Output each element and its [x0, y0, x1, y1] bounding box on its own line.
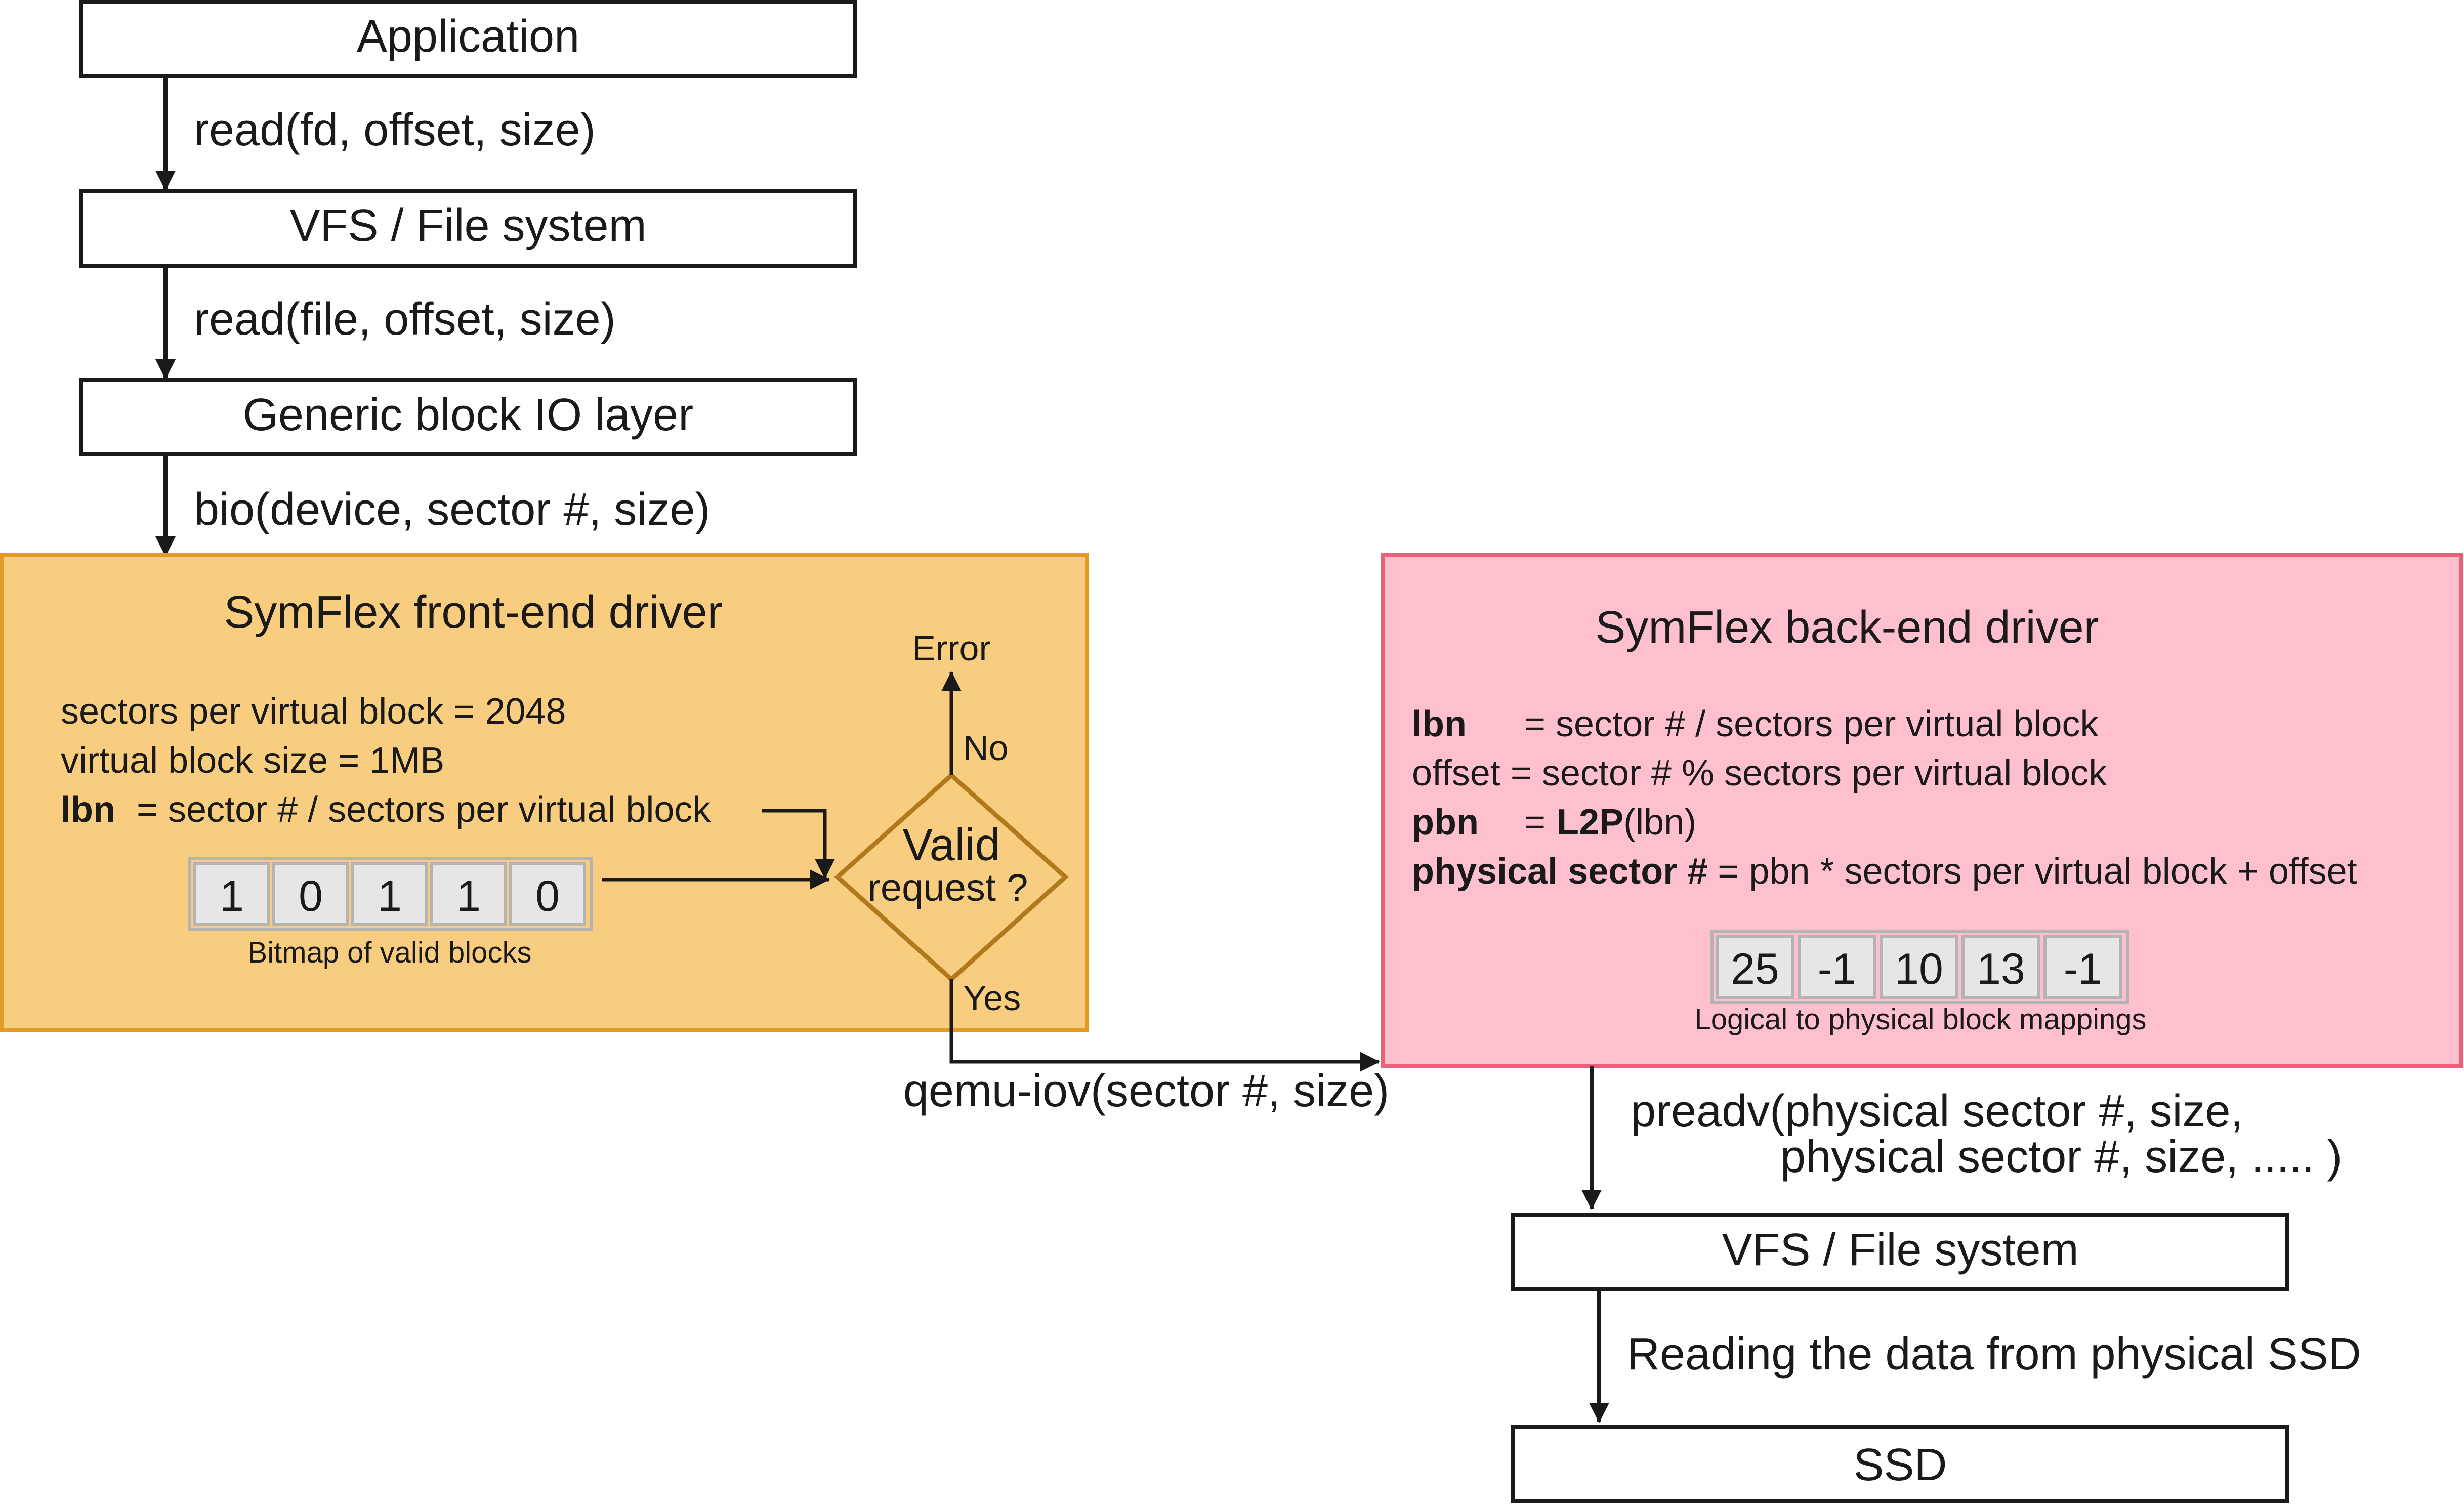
call-read-file: read(file, offset, size) [194, 294, 616, 345]
backend-physical-sector-formula: physical sector # = pbn * sectors per vi… [1412, 851, 2357, 892]
bitmap-cell: 1 [193, 862, 270, 926]
mapping-cell-value: 13 [1977, 945, 2025, 993]
ssd-label: SSD [1853, 1440, 1947, 1490]
bitmap-cell-box [272, 862, 349, 926]
bitmap-cell-box [509, 862, 586, 926]
vfs-bottom-box [1511, 1213, 2289, 1291]
frontend-lbn-expression: = sector # / sectors per virtual block [127, 789, 711, 830]
mapping-cell-value: -1 [1818, 945, 1856, 993]
bitmap-cell-value: 0 [535, 872, 560, 921]
backend-lbn-formula: lbn = sector # / sectors per virtual bloc… [1412, 704, 2099, 744]
backend-lbn-keyword: lbn [1412, 704, 1467, 744]
application-label: Application [357, 11, 579, 62]
call-qemu-iov: qemu-iov(sector #, size) [903, 1066, 1389, 1116]
mapping-cell: 13 [1961, 935, 2040, 999]
error-label: Error [912, 629, 991, 668]
frontend-lbn-keyword: lbn [61, 789, 115, 830]
mapping-cell-box [1716, 935, 1794, 999]
vfs-bottom-label: VFS / File system [1722, 1225, 2078, 1275]
mapping-cell-box [1961, 935, 2040, 999]
backend-title: SymFlex back-end driver [1595, 602, 2099, 653]
mapping-cell: -1 [2043, 935, 2122, 999]
mapping-cell-box [1880, 935, 1958, 999]
mapping-cell-value: -1 [2064, 945, 2102, 993]
bitmap-frame [188, 857, 593, 931]
frontend-lbn-formula: lbn = sector # / sectors per virtual blo… [61, 789, 711, 830]
mappings-caption: Logical to physical block mappings [1694, 1003, 2146, 1036]
application-box [79, 0, 857, 78]
mapping-cell-box [1798, 935, 1876, 999]
backend-l2p-keyword: L2P [1557, 802, 1623, 843]
decision-request: request ? [868, 866, 1028, 909]
mapping-cell-value: 10 [1895, 945, 1943, 993]
call-preadv-line2: physical sector #, size, ..... ) [1780, 1132, 2342, 1182]
frontend-sectors-per-block: sectors per virtual block = 2048 [61, 691, 566, 732]
call-read-fd: read(fd, offset, size) [194, 105, 596, 155]
bitmap-cell-value: 1 [378, 872, 402, 921]
frontend-block-size: virtual block size = 1MB [61, 740, 444, 781]
mapping-cell: 25 [1716, 935, 1794, 999]
mappings: 25 -1 10 13 -1 [1710, 930, 2129, 1004]
bitmap-cell-box [351, 862, 428, 926]
bitmap-cell-value: 0 [299, 872, 323, 921]
mapping-cell: -1 [1798, 935, 1876, 999]
bitmap: 1 0 1 1 0 [188, 857, 593, 931]
call-reading: Reading the data from physical SSD [1627, 1329, 2361, 1380]
block-layer-box [79, 378, 857, 456]
mappings-frame [1710, 930, 2129, 1004]
frontend-title: SymFlex front-end driver [224, 587, 722, 638]
decision-valid: Valid [902, 820, 1000, 870]
bitmap-cell-value: 1 [220, 872, 244, 921]
backend-offset-formula: offset = sector # % sectors per virtual … [1412, 753, 2107, 793]
bitmap-cell: 0 [509, 862, 586, 926]
bitmap-cell: 1 [351, 862, 428, 926]
frontend-driver-box [0, 553, 1089, 1032]
backend-pbn-keyword: pbn [1412, 802, 1479, 843]
vfs-top-label: VFS / File system [289, 200, 646, 251]
yes-label: Yes [963, 978, 1021, 1018]
bitmap-cell: 0 [272, 862, 349, 926]
vfs-top-box [79, 189, 857, 268]
arrow-lbn-to-decision [762, 809, 835, 879]
bitmap-cell-box [430, 862, 507, 926]
backend-physical-sector-keyword: physical sector # [1412, 851, 1707, 892]
backend-pbn-formula: pbn = L2P(lbn) [1412, 802, 1696, 843]
mapping-cell: 10 [1880, 935, 1958, 999]
backend-lbn-expression: = sector # / sectors per virtual block [1524, 704, 2099, 744]
mapping-cell-value: 25 [1731, 945, 1779, 993]
block-layer-label: Generic block IO layer [243, 390, 693, 440]
backend-physical-sector-expression: = pbn * sectors per virtual block + offs… [1707, 851, 2357, 892]
no-label: No [963, 728, 1008, 768]
backend-pbn-equals: = [1524, 802, 1546, 843]
arrow-decision-to-backend [949, 979, 1380, 1072]
mapping-cell-box [2043, 935, 2122, 999]
ssd-box [1511, 1425, 2289, 1503]
bitmap-caption: Bitmap of valid blocks [248, 936, 532, 969]
bitmap-cell: 1 [430, 862, 507, 926]
backend-l2p-arg: (lbn) [1623, 802, 1696, 843]
call-bio: bio(device, sector #, size) [194, 484, 710, 535]
bitmap-cell-box [193, 862, 270, 926]
call-preadv-line1: preadv(physical sector #, size, [1631, 1086, 2243, 1137]
bitmap-cell-value: 1 [456, 872, 481, 921]
